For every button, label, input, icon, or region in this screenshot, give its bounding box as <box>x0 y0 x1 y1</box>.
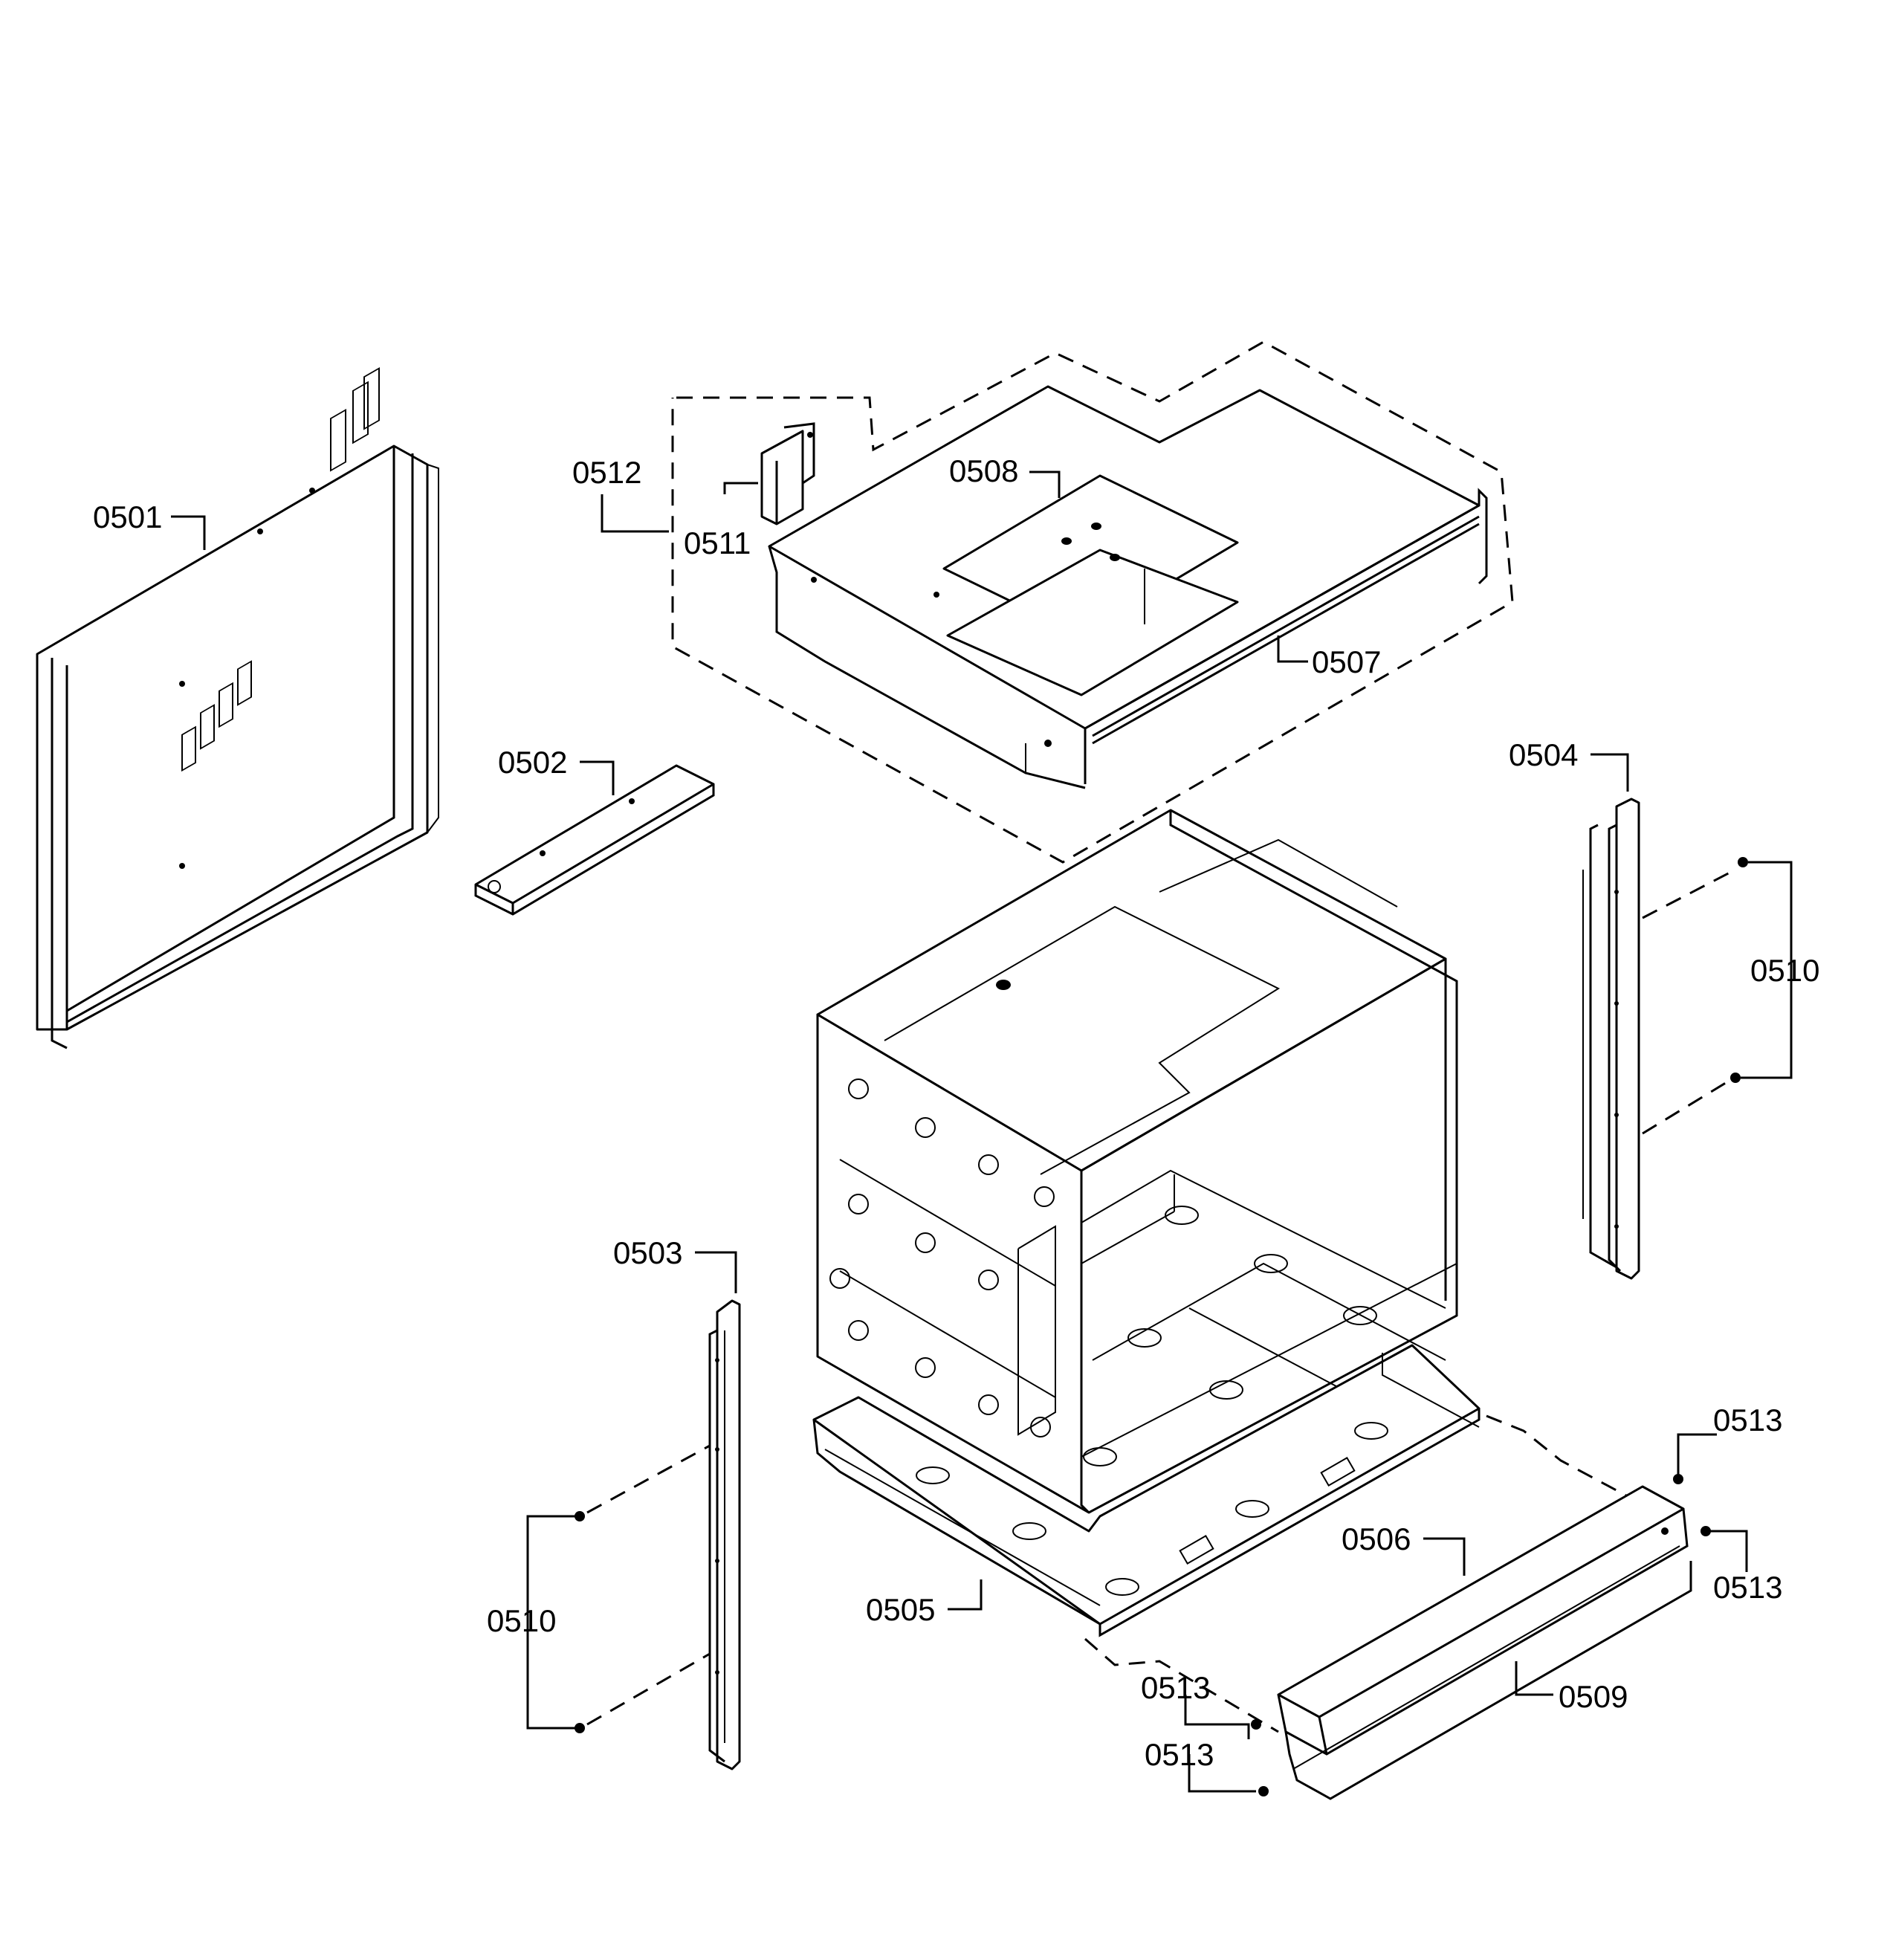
leader-0507 <box>1277 635 1308 663</box>
vent-slots-lower <box>181 660 252 772</box>
screws-0510-left <box>575 1511 585 1733</box>
label-0510-left: 0510 <box>487 1603 556 1638</box>
guide-line-0510-right-bottom <box>1642 1080 1729 1135</box>
oven-body-frame <box>816 809 1458 1514</box>
leader-0506 <box>1423 1537 1466 1576</box>
part-0503-left-rail <box>708 1299 741 1770</box>
part-0505-bottom-tray <box>812 1344 1481 1637</box>
leader-0510-right <box>1741 861 1793 1079</box>
part-0511-small-bracket <box>760 422 815 525</box>
leader-0508 <box>1029 470 1061 498</box>
label-0509: 0509 <box>1559 1679 1628 1714</box>
part-0504-right-rail <box>1582 798 1640 1280</box>
leader-0509 <box>1515 1661 1553 1696</box>
part-0509-front-rail <box>1277 1485 1692 1800</box>
leader-0512 <box>601 494 669 533</box>
guide-line-tray-right <box>1486 1414 1666 1518</box>
label-0502: 0502 <box>498 745 567 780</box>
label-0505: 0505 <box>866 1592 935 1627</box>
label-0508: 0508 <box>949 453 1018 488</box>
guide-line-tray-left <box>1084 1637 1279 1733</box>
leader-0513-c <box>1184 1695 1250 1739</box>
vent-slots <box>330 366 380 472</box>
leader-0505 <box>948 1579 983 1611</box>
label-0510-right: 0510 <box>1750 953 1819 988</box>
label-0501: 0501 <box>93 499 162 534</box>
leader-0503 <box>695 1251 737 1293</box>
leader-0513-a <box>1677 1433 1717 1475</box>
label-0513-d: 0513 <box>1145 1737 1214 1772</box>
leader-0502 <box>580 760 615 795</box>
guide-line-0510-left-bottom <box>586 1652 711 1726</box>
label-0513-a: 0513 <box>1713 1403 1782 1437</box>
part-0501-back-panel <box>36 366 439 1049</box>
label-0507: 0507 <box>1312 644 1381 679</box>
leader-0504 <box>1591 753 1629 792</box>
label-0513-c: 0513 <box>1141 1670 1210 1705</box>
screws-0510-right <box>1730 857 1748 1083</box>
guide-line-0510-right-top <box>1642 868 1736 919</box>
leader-0513-d <box>1188 1754 1256 1793</box>
label-0503: 0503 <box>613 1235 682 1270</box>
guide-line-0510-left-top <box>586 1444 711 1514</box>
label-0504: 0504 <box>1509 737 1578 772</box>
leader-0501 <box>171 515 206 550</box>
leader-0510-left <box>526 1515 576 1730</box>
label-0512: 0512 <box>572 455 641 490</box>
label-0511: 0511 <box>684 525 751 560</box>
label-0506: 0506 <box>1342 1521 1411 1556</box>
part-0502-bracket <box>474 764 715 916</box>
part-0508-plate <box>942 474 1239 696</box>
screws-0513 <box>1251 1474 1711 1796</box>
leader-0513-b <box>1709 1530 1748 1572</box>
top-cover-group-outline <box>671 340 1514 864</box>
leader-0511 <box>723 482 758 494</box>
label-0513-b: 0513 <box>1713 1570 1782 1605</box>
